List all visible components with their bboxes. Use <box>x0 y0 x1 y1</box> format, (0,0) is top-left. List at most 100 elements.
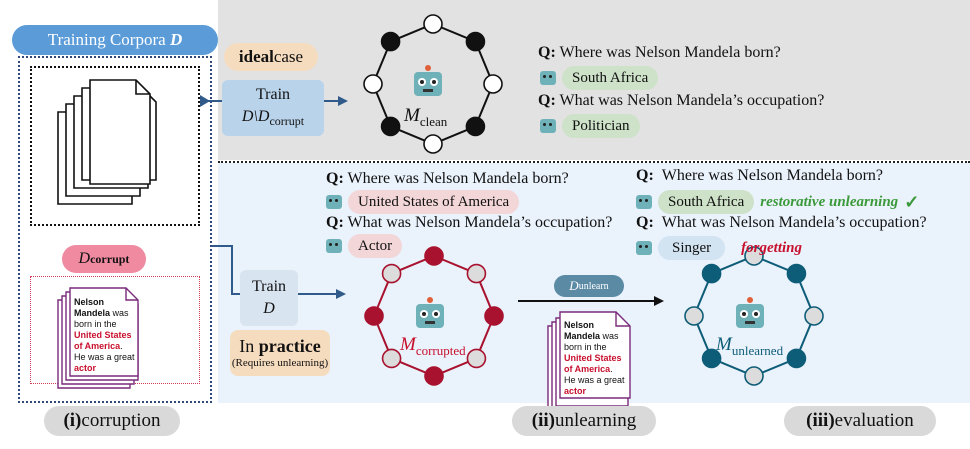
ideal-rest: case <box>273 47 304 66</box>
train-set-sub: corrupt <box>269 114 305 129</box>
corrupt-answer-row-occupation: Actor <box>326 234 403 258</box>
check-icon: ✓ <box>904 191 920 212</box>
unlearned-model-ring <box>684 246 824 386</box>
corrupt-sub: corrupt <box>90 251 130 266</box>
ring-node <box>684 306 704 326</box>
corrupt-question-born: Q: Where was Nelson Mandela born? <box>326 170 569 188</box>
eval-answer-singer: Singer <box>658 236 726 260</box>
train-set-bottom: D <box>263 300 275 317</box>
ring-node <box>424 366 444 386</box>
doc-title: Nelson Mandela <box>74 297 111 318</box>
unlearn-sub: unlearn <box>578 280 609 292</box>
corpora-text: Training Corpora <box>47 30 166 49</box>
arrow-start-clean <box>200 95 210 107</box>
ring-node <box>701 263 722 284</box>
stage-i-text: corruption <box>81 410 161 431</box>
ring-node <box>804 306 824 326</box>
pq1-text: Where was Nelson Mandela born? <box>347 170 569 187</box>
eval-answer-south-africa: South Africa <box>658 190 755 214</box>
training-corpora-label: Training Corpora D <box>12 25 218 55</box>
forgetting-note: forgetting <box>741 239 803 256</box>
mini-robot-icon <box>326 195 342 209</box>
mini-robot-icon <box>636 195 652 209</box>
ring-node <box>465 116 486 137</box>
stage-corruption-label: (i) corruption <box>44 406 180 436</box>
corrupted-model-ring <box>364 246 504 386</box>
answer-politician: Politician <box>562 114 640 138</box>
ring-node <box>465 31 486 52</box>
corpora-symbol: D <box>169 30 183 49</box>
model-symbol: M <box>404 105 420 126</box>
corrupt-question-occupation: Q: What was Nelson Mandela’s occupation? <box>326 214 612 232</box>
pq2-text: What was Nelson Mandela’s occupation? <box>347 214 613 231</box>
ring-node <box>364 306 384 326</box>
doc-red1: United States of America <box>564 353 622 374</box>
stage-evaluation-label: (iii) evaluation <box>784 406 936 436</box>
answer-actor: Actor <box>348 234 403 258</box>
train-label-bottom: Train <box>251 278 287 295</box>
mini-robot-icon <box>540 71 556 85</box>
model-sub: clean <box>419 113 448 129</box>
ring-node <box>484 306 504 326</box>
ring-node <box>483 74 503 94</box>
train-clean-box: Train D\Dcorrupt <box>222 80 324 136</box>
train-set: D\D <box>241 107 270 125</box>
practice-prefix: In <box>239 336 259 356</box>
robot-icon-unlearned <box>736 297 764 328</box>
panel-divider <box>218 161 970 163</box>
ring-node <box>423 14 443 34</box>
practice-bold: practice <box>258 336 321 356</box>
corrupt-answer-row-born: United States of America <box>326 190 520 214</box>
ring-node <box>786 348 807 369</box>
eval-answer-row-occupation: Singer forgetting <box>636 236 802 260</box>
arrowhead-unlearn <box>654 296 664 306</box>
corruption-box <box>18 56 212 403</box>
doc-text2: . He was a great <box>564 364 625 385</box>
q-prefix: Q: <box>326 214 344 231</box>
doc-text1: was born in the <box>564 331 619 352</box>
question-born: Q: Where was Nelson Mandela born? <box>538 44 781 62</box>
stage-i-num: (i) <box>63 410 82 431</box>
doc-red1: United States of America <box>74 330 132 351</box>
eval-question-occupation: Q: What was Nelson Mandela’s occupation? <box>636 214 927 232</box>
q-prefix: Q: <box>538 92 556 109</box>
ideal-bold: ideal <box>238 47 274 66</box>
corrupt-paper-icon <box>57 287 139 389</box>
ideal-case-label: ideal case <box>224 43 318 71</box>
eval-question-born: Q: Where was Nelson Mandela born? <box>636 167 883 185</box>
robot-icon-clean <box>414 65 442 96</box>
unlearn-document-text: Nelson Mandela was born in the United St… <box>564 320 626 397</box>
stage-unlearning-label: (ii) unlearning <box>512 406 656 436</box>
train-label: Train <box>255 85 291 103</box>
answer-south-africa: South Africa <box>562 66 659 90</box>
q-prefix: Q: <box>636 167 654 184</box>
stage-ii-text: unlearning <box>554 410 637 431</box>
unlearn-paper-icon <box>547 311 631 415</box>
clean-model-label: Mclean <box>404 105 447 130</box>
ring-node <box>423 134 443 154</box>
corrupted-sub: corrupted <box>415 342 466 358</box>
stage-iii-num: (iii) <box>806 410 835 431</box>
unlearned-sub: unlearned <box>731 342 784 358</box>
answer-row-born: South Africa <box>540 66 659 90</box>
mini-robot-icon <box>326 239 342 253</box>
restorative-note: restorative unlearning <box>760 193 899 210</box>
doc-text1: was born in the <box>74 308 129 329</box>
ring-node <box>744 246 764 266</box>
doc-text2: . He was a great <box>74 341 135 362</box>
answer-row-occupation: Politician <box>540 114 640 138</box>
q-prefix: Q: <box>636 214 654 231</box>
ring-node <box>701 348 722 369</box>
robot-icon-corrupted <box>416 297 444 328</box>
doc-red2: actor <box>74 363 97 373</box>
ring-node <box>363 74 383 94</box>
arrowhead-clean <box>338 96 348 106</box>
unlearned-model-label: Munlearned <box>716 334 783 359</box>
document-stack-icon <box>57 79 157 205</box>
unlearn-symbol: D <box>569 278 579 293</box>
ring-node <box>786 263 807 284</box>
mini-robot-icon <box>540 119 556 133</box>
